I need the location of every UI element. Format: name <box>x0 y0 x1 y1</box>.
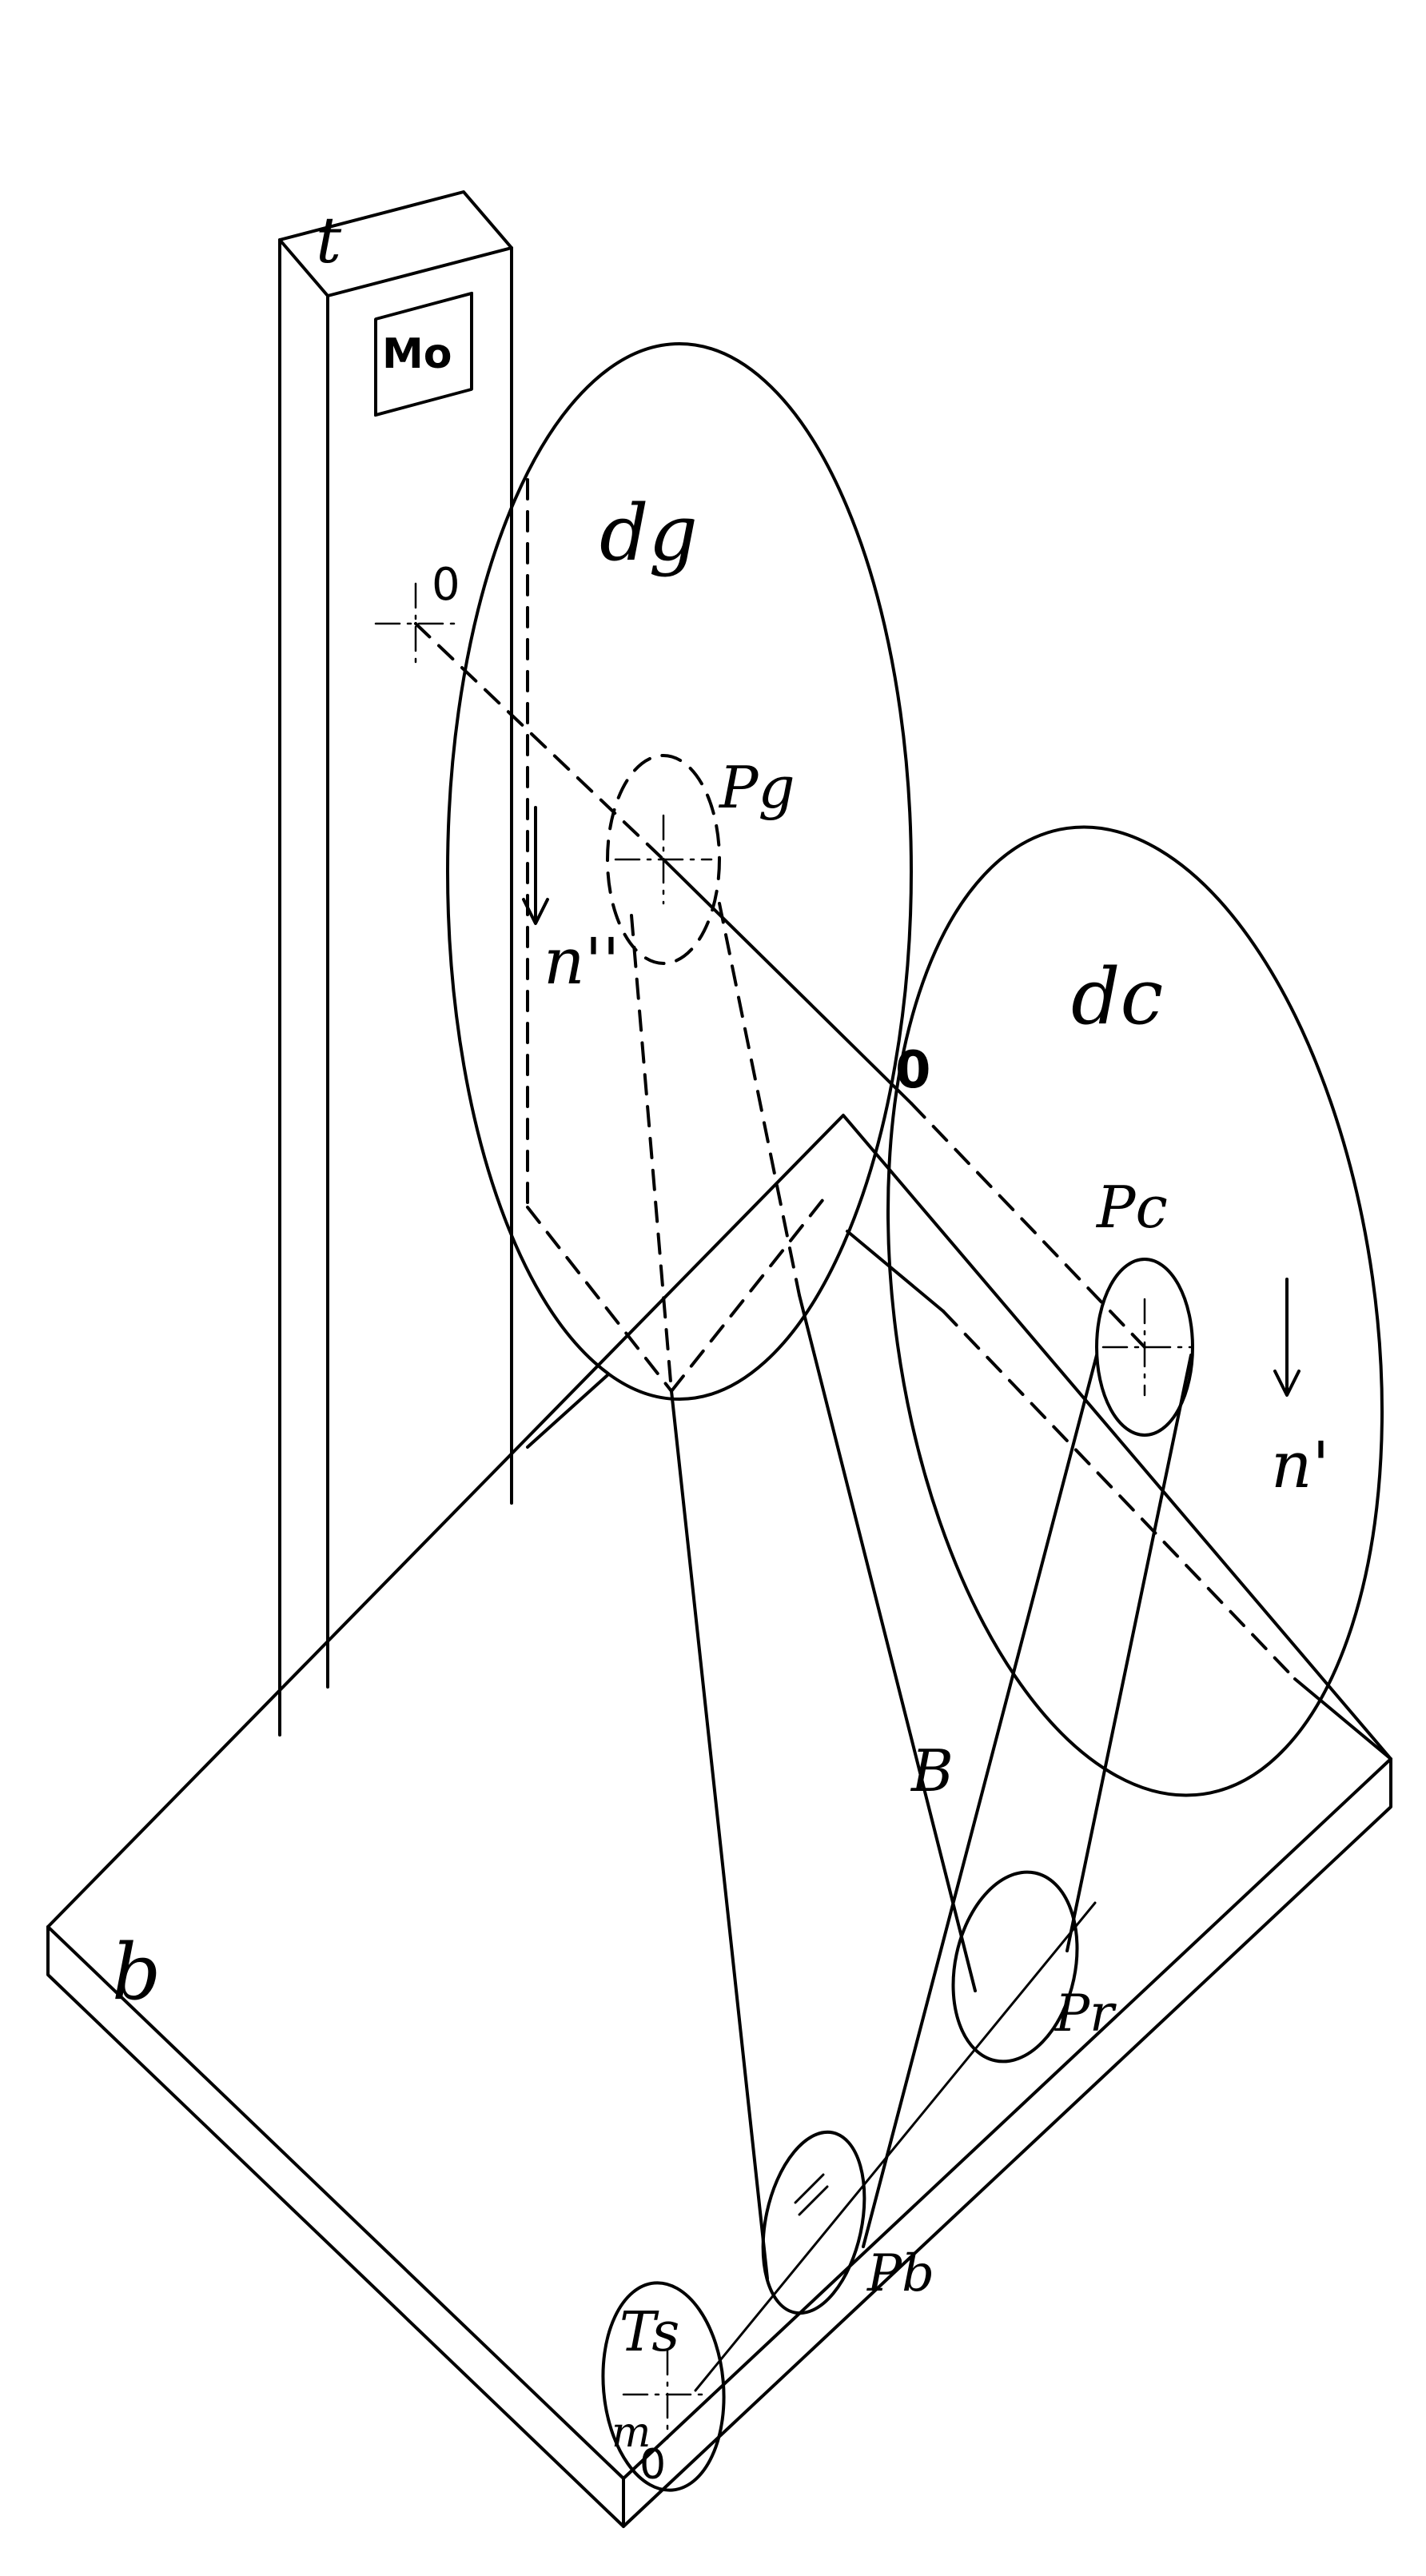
rotation-arrow-small <box>1273 1278 1301 1397</box>
label-motor: Mo <box>382 330 452 378</box>
label-pulley-small: Pc <box>1095 1174 1168 1241</box>
label-pulley-bottom: Pb <box>866 2244 934 2303</box>
motor-box <box>374 291 473 417</box>
label-mass: m <box>611 2409 651 2457</box>
label-mass-center: 0 <box>639 2441 666 2489</box>
rotation-arrow-large <box>522 806 549 925</box>
large-disc <box>446 342 913 1401</box>
label-pulley-return: Pr <box>1054 1984 1117 2044</box>
small-disc <box>886 825 1384 1797</box>
cross-pg <box>614 814 713 905</box>
label-pivot-right: 0 <box>895 1041 931 1100</box>
pulley-pb <box>761 2130 866 2315</box>
pulley-pc <box>1095 1258 1194 1437</box>
label-pulley-large: Pg <box>718 754 795 821</box>
cross-ts <box>622 2349 709 2440</box>
sample-ts <box>601 2281 726 2492</box>
label-sample: Ts <box>619 2301 679 2364</box>
label-base: b <box>112 1928 161 2017</box>
label-belt: B <box>910 1737 954 1804</box>
pulley-pr <box>951 1870 1079 2064</box>
label-pivot-left: 0 <box>432 559 460 611</box>
pulley-pb-hatch <box>794 2173 829 2216</box>
cross-o-left <box>374 582 457 665</box>
label-tower: t <box>316 203 342 277</box>
pulley-pg <box>606 754 721 965</box>
label-disc-small: dc <box>1071 952 1163 1042</box>
shaft <box>414 622 1392 1761</box>
cross-pc <box>1101 1298 1193 1397</box>
label-disc-large: dg <box>599 488 698 578</box>
label-rotation-small: n' <box>1271 1428 1330 1502</box>
belt <box>670 1294 1193 2392</box>
label-rotation-large: n'' <box>544 924 620 999</box>
tower <box>278 190 513 1737</box>
